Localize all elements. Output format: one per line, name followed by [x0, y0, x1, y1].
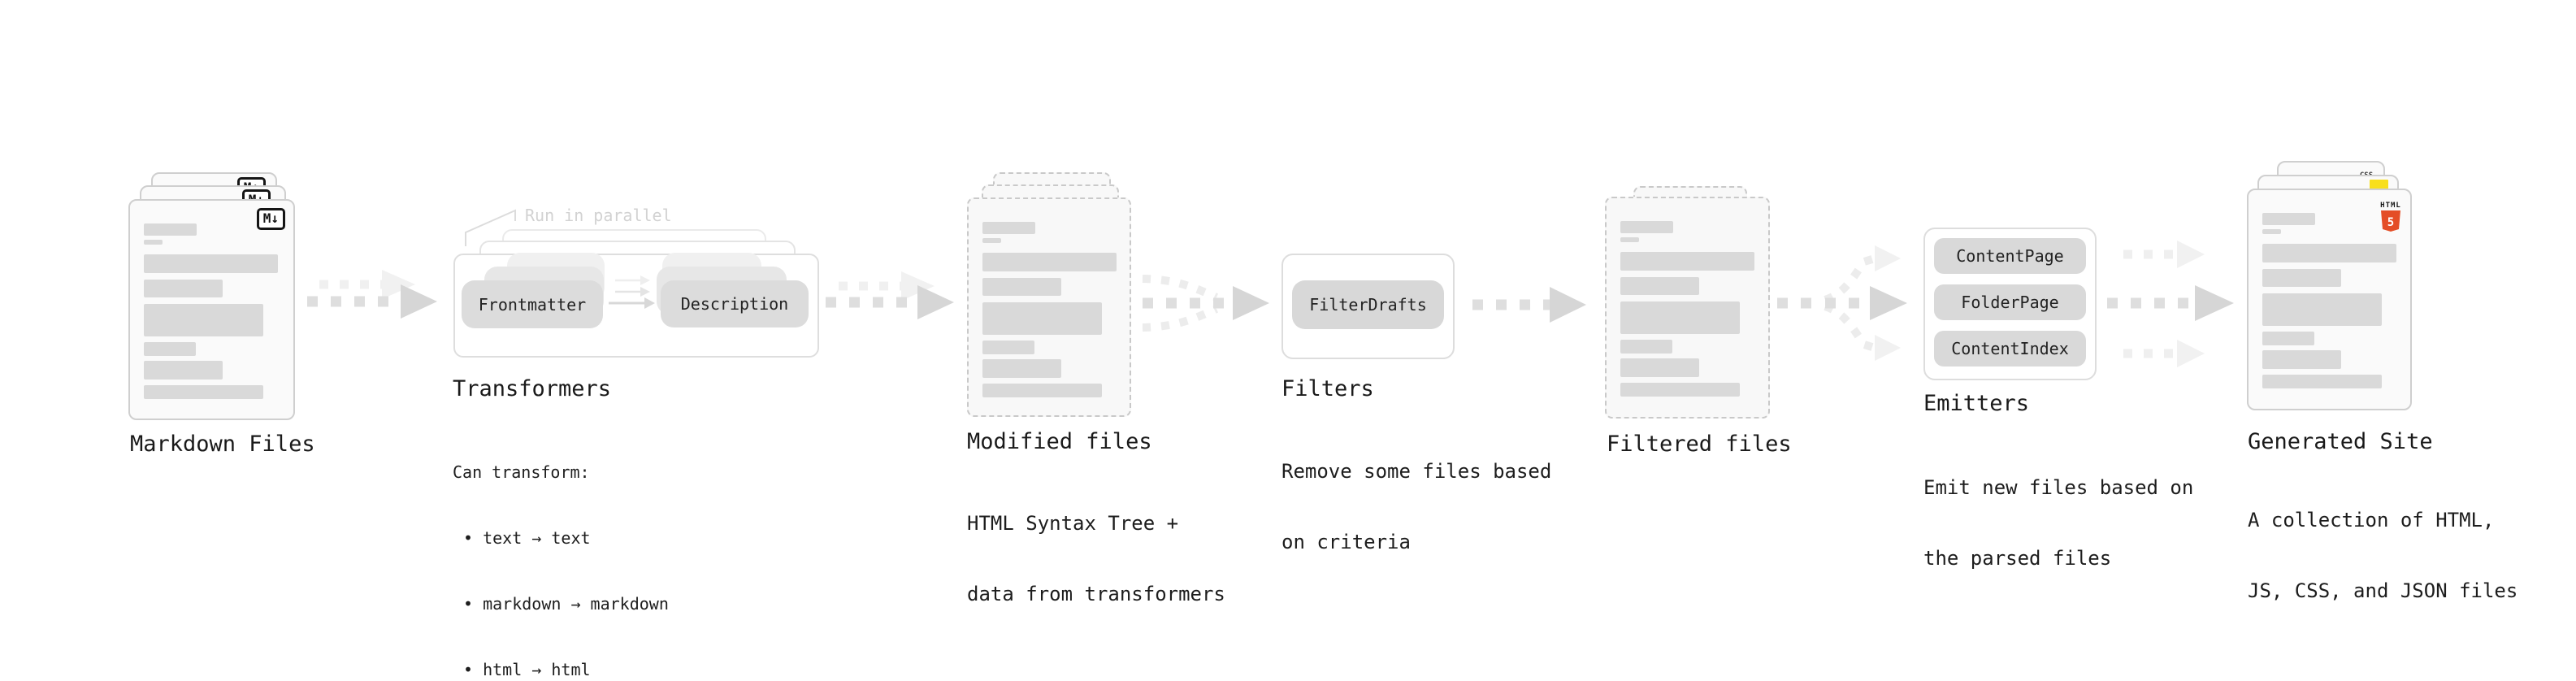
skeleton-bar: [2262, 332, 2314, 345]
emitters-description: Emit new files based on the parsed files: [1923, 429, 2193, 618]
emitters-title: Emitters: [1923, 391, 2030, 416]
skeleton-bar: [2262, 213, 2315, 225]
skeleton-bar: [1620, 221, 1673, 233]
skeleton-bar: [1620, 383, 1740, 397]
filter-pill-filterdrafts: FilterDrafts: [1292, 280, 1444, 329]
description-line: Emit new files based on: [1923, 476, 2194, 499]
arrow-filters-to-filtered: [1472, 287, 1586, 323]
skeleton-bar: [1620, 237, 1639, 242]
filtered-files-title: Filtered files: [1607, 432, 1792, 457]
skeleton-bar: [982, 222, 1035, 234]
skeleton-bar: [2262, 269, 2341, 287]
description-line: Remove some files based: [1281, 460, 1552, 483]
html5-badge-label: HTML: [2380, 202, 2401, 210]
transformers-description: Can transform: • text → text • markdown …: [453, 418, 669, 681]
arrow-markdown-to-transformers: [307, 270, 437, 319]
skeleton-bar: [1620, 277, 1699, 295]
emitter-pill-contentindex: ContentIndex: [1934, 331, 2086, 367]
document-sheet: HTML 5: [2247, 189, 2412, 410]
skeleton-bar: [1620, 301, 1740, 334]
emitter-pill-folderpage: FolderPage: [1934, 284, 2086, 320]
document-skeleton: [130, 201, 293, 399]
skeleton-bar: [2262, 244, 2396, 262]
emitter-pill-contentpage: ContentPage: [1934, 238, 2086, 274]
skeleton-bar: [982, 340, 1034, 354]
html5-badge-number: 5: [2387, 216, 2394, 229]
skeleton-bar: [144, 342, 196, 356]
transformers-bullet: • html → html: [463, 660, 591, 679]
document-skeleton: [2249, 190, 2410, 388]
document-sheet: [967, 197, 1131, 417]
description-line: on criteria: [1281, 531, 1411, 553]
skeleton-bar: [1620, 340, 1672, 354]
skeleton-bar: [144, 385, 263, 399]
description-line: HTML Syntax Tree +: [967, 512, 1179, 535]
skeleton-bar: [2262, 350, 2341, 369]
skeleton-bar: [144, 223, 197, 236]
js-badge-icon: [2370, 180, 2388, 189]
markdown-files-title: Markdown Files: [130, 432, 315, 457]
transformers-bullet: • text → text: [463, 528, 591, 548]
skeleton-bar: [1620, 358, 1699, 377]
skeleton-bar: [2262, 229, 2281, 234]
description-line: JS, CSS, and JSON files: [2248, 579, 2518, 602]
description-line: A collection of HTML,: [2248, 509, 2495, 531]
arrow-modified-to-filters-merge: [1142, 275, 1269, 332]
arrow-emitters-to-generated: [2107, 241, 2234, 367]
modified-files-title: Modified files: [967, 429, 1152, 454]
filters-title: Filters: [1281, 376, 1374, 401]
skeleton-bar: [982, 278, 1061, 296]
skeleton-bar: [1620, 252, 1754, 271]
run-in-parallel-note: Run in parallel: [525, 206, 672, 225]
document-sheet: M↓: [128, 199, 295, 420]
skeleton-bar: [144, 304, 263, 336]
skeleton-bar: [982, 384, 1102, 397]
skeleton-bar: [2262, 293, 2382, 326]
transformers-desc-heading: Can transform:: [453, 462, 590, 482]
description-line: data from transformers: [967, 583, 1225, 605]
skeleton-bar: [144, 280, 223, 297]
skeleton-bar: [982, 238, 1001, 243]
generated-site-description: A collection of HTML, JS, CSS, and JSON …: [2248, 462, 2517, 650]
skeleton-bar: [982, 253, 1117, 271]
modified-files-description: HTML Syntax Tree + data from transformer…: [967, 465, 1225, 653]
filters-description: Remove some files based on criteria: [1281, 413, 1551, 601]
arrow-filtered-to-emitters-diverge: [1777, 245, 1907, 361]
html5-badge-icon: HTML 5: [2380, 195, 2401, 232]
skeleton-bar: [144, 240, 163, 245]
document-skeleton: [969, 199, 1130, 397]
skeleton-bar: [144, 361, 223, 380]
description-line: the parsed files: [1923, 547, 2112, 570]
document-sheet: [1605, 197, 1770, 419]
skeleton-bar: [982, 359, 1061, 378]
transformers-title: Transformers: [453, 376, 612, 401]
transformers-bullet: • markdown → markdown: [463, 594, 669, 614]
skeleton-bar: [144, 254, 278, 273]
transformer-pill-frontmatter: Frontmatter: [462, 280, 603, 328]
transformer-pill-description: Description: [661, 280, 809, 327]
generated-site-title: Generated Site: [2248, 429, 2433, 454]
skeleton-bar: [2262, 375, 2382, 388]
skeleton-bar: [982, 302, 1102, 335]
markdown-badge-icon: M↓: [256, 208, 285, 230]
arrow-transformers-to-modified: [826, 271, 954, 319]
document-skeleton: [1607, 198, 1768, 397]
